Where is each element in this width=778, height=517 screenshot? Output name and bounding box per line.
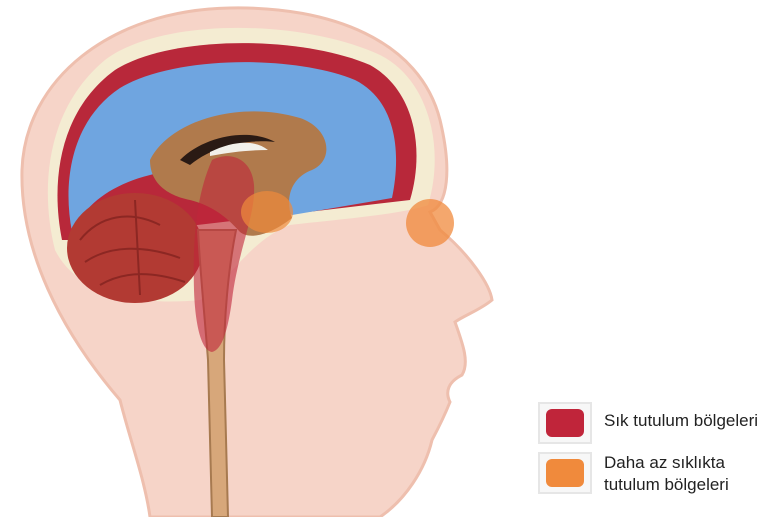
legend-swatch-frame (538, 402, 592, 444)
legend-swatch-frame (538, 452, 592, 494)
legend: Sık tutulum bölgeleri Daha az sıklıkta t… (538, 402, 778, 504)
legend-item-less-frequent: Daha az sıklıkta tutulum bölgeleri (538, 452, 778, 496)
legend-swatch-red (546, 409, 584, 437)
legend-label: Daha az sıklıkta tutulum bölgeleri (604, 452, 729, 496)
legend-swatch-orange (546, 459, 584, 487)
less-frequent-region-nose (406, 199, 454, 247)
legend-label-line: Sık tutulum bölgeleri (604, 410, 758, 432)
less-frequent-region-pituitary (241, 191, 293, 233)
legend-label-line: tutulum bölgeleri (604, 474, 729, 496)
legend-item-frequent: Sık tutulum bölgeleri (538, 402, 778, 444)
legend-label-line: Daha az sıklıkta (604, 452, 729, 474)
legend-label: Sık tutulum bölgeleri (604, 402, 758, 432)
